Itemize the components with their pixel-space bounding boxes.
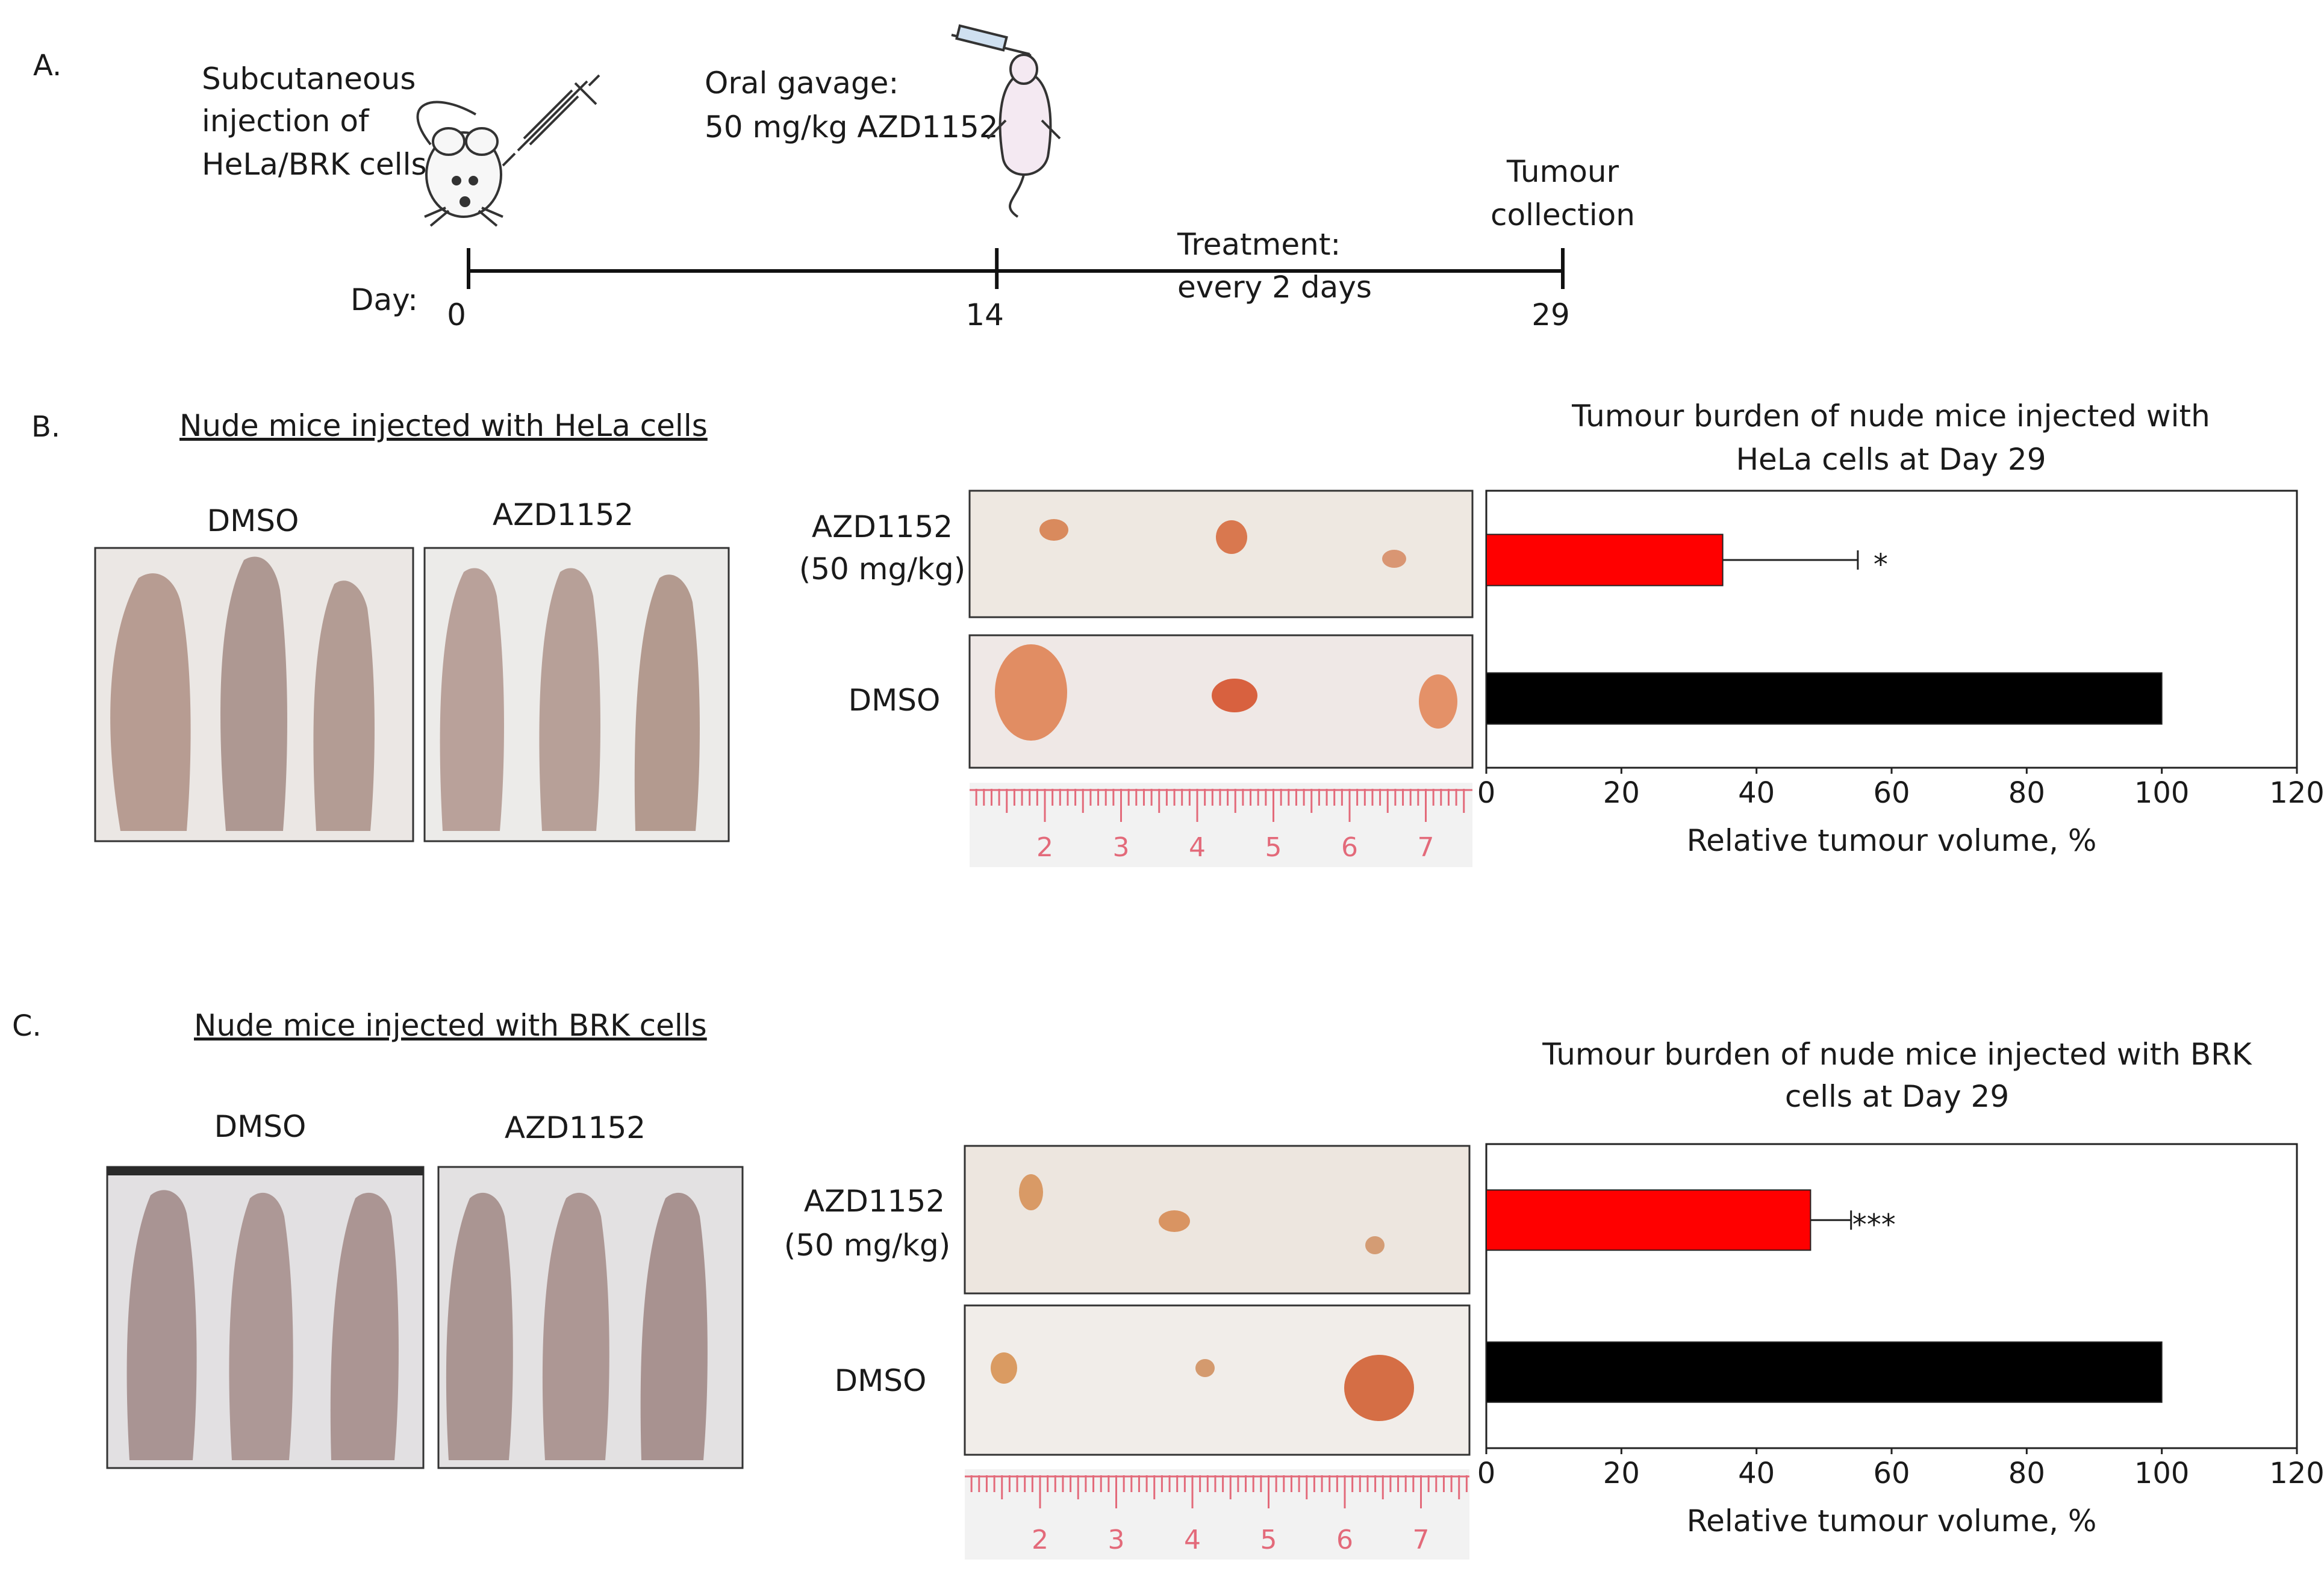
bar-dmso	[1486, 672, 2163, 725]
gavage-label-line-2: 50 mg/kg AZD1152	[705, 110, 998, 145]
panel-a-letter: A.	[33, 49, 61, 82]
x-axis-title: Relative tumour volume, %	[1687, 1504, 2097, 1538]
panel-b-photo-title: Nude mice injected with HeLa cells	[179, 408, 708, 443]
treatment-label-line-2: every 2 days	[1177, 270, 1372, 305]
gavage-mouse-icon	[951, 24, 1061, 218]
panel-b-group-label-dmso: DMSO	[207, 503, 299, 538]
significance-marker: *	[1874, 548, 1888, 582]
panel-a: A. Subcutaneous injection of HeLa/BRK ce…	[33, 24, 1635, 332]
timeline-day-label: 14	[965, 297, 1004, 332]
ruler-number: 6	[1336, 1525, 1353, 1555]
panel-c-group-label-dmso: DMSO	[214, 1109, 307, 1144]
panel-b-row-label-treated-line-2: (50 mg/kg)	[799, 552, 966, 586]
collection-label-line-2: collection	[1491, 198, 1635, 232]
timeline: 0 14 29	[447, 248, 1570, 332]
treatment-label-line-1: Treatment:	[1177, 227, 1341, 262]
panel-b-row-label-control: DMSO	[849, 683, 941, 718]
x-tick-label: 20	[1603, 1457, 1640, 1490]
bar-azd1152	[1486, 1189, 1812, 1251]
x-tick-label: 20	[1603, 776, 1640, 810]
timeline-day-label: 0	[447, 297, 466, 332]
x-tick-label: 80	[2008, 776, 2045, 810]
ruler-number: 4	[1189, 832, 1206, 863]
ruler-number: 7	[1413, 1525, 1430, 1555]
day-label: Day:	[350, 282, 418, 317]
significance-marker: ***	[1852, 1208, 1896, 1242]
bar-azd1152	[1486, 533, 1724, 586]
panel-b-letter: B.	[31, 410, 60, 444]
panel-c-row-label-treated-line-2: (50 mg/kg)	[784, 1228, 951, 1263]
x-tick-label: 0	[1477, 776, 1496, 810]
panel-c-chart-title-line-2: cells at Day 29	[1785, 1079, 2009, 1114]
panel-c-photo-title: Nude mice injected with BRK cells	[194, 1008, 707, 1043]
timeline-day-label: 29	[1531, 297, 1570, 332]
ruler-number: 7	[1418, 832, 1435, 863]
panel-b-chart-title-line-1: Tumour burden of nude mice injected with	[1571, 399, 2210, 434]
ruler-number: 3	[1108, 1525, 1125, 1555]
syringe-icon	[502, 74, 600, 167]
injection-label-line-3: HeLa/BRK cells	[202, 147, 427, 182]
panel-b-mice-photo-dmso	[94, 547, 414, 842]
ruler-body	[965, 1469, 1469, 1560]
x-tick-label: 60	[1873, 1457, 1910, 1490]
panel-c-mice-photo-azd1152	[437, 1166, 744, 1469]
injection-label-line-1: Subcutaneous	[202, 61, 416, 96]
ruler-number: 2	[1032, 1525, 1048, 1555]
panel-c-row-label-control: DMSO	[835, 1363, 927, 1398]
x-axis-title: Relative tumour volume, %	[1687, 823, 2097, 858]
ruler-number: 3	[1113, 832, 1130, 863]
x-tick-label: 0	[1477, 1457, 1496, 1490]
collection-label-line-1: Tumour	[1506, 154, 1619, 189]
panel-b-tumour-photo-treated	[968, 490, 1474, 618]
panel-c: C. Nude mice injected with BRK cells DMS…	[12, 1008, 2324, 1560]
panel-c-letter: C.	[12, 1009, 42, 1043]
x-tick-label: 60	[1873, 776, 1910, 810]
panel-c-tumour-photo-treated	[964, 1145, 1471, 1295]
panel-b-row-label-treated-line-1: AZD1152	[812, 509, 953, 544]
panel-c-row-label-treated-line-1: AZD1152	[804, 1184, 945, 1219]
x-tick-label: 100	[2134, 776, 2190, 810]
ruler-number: 2	[1036, 832, 1053, 863]
panel-b-group-label-azd1152: AZD1152	[493, 497, 634, 532]
panel-b-tumour-photo-control	[968, 634, 1474, 769]
gavage-label-line-1: Oral gavage:	[705, 66, 899, 101]
panel-c-chart-title-line-1: Tumour burden of nude mice injected with…	[1542, 1037, 2252, 1072]
ruler-number: 5	[1260, 1525, 1277, 1555]
bar-dmso	[1486, 1341, 2163, 1403]
panel-b-mice-photo-azd1152	[423, 547, 730, 842]
x-tick-label: 40	[1738, 1457, 1775, 1490]
panel-b-chart-title-line-2: HeLa cells at Day 29	[1736, 442, 2046, 477]
ruler-number: 5	[1265, 832, 1282, 863]
x-tick-label: 120	[2269, 1457, 2324, 1490]
mouse-icon	[416, 101, 503, 227]
injection-label-line-2: injection of	[202, 104, 370, 138]
panel-c-ruler: 2 3 4 5 6 7	[965, 1469, 1469, 1560]
panel-c-group-label-azd1152: AZD1152	[505, 1110, 646, 1145]
x-tick-label: 80	[2008, 1457, 2045, 1490]
ruler-number: 6	[1341, 832, 1358, 863]
ruler-number: 4	[1184, 1525, 1201, 1555]
panel-c-tumour-photo-control	[964, 1304, 1471, 1456]
panel-b-ruler: 2 3 4 5 6 7	[970, 783, 1472, 867]
x-tick-label: 120	[2269, 776, 2324, 810]
panel-c-mice-photo-dmso	[106, 1166, 425, 1469]
plot-area-frame	[1485, 490, 2298, 769]
x-tick-label: 100	[2134, 1457, 2190, 1490]
panel-b: B. Nude mice injected with HeLa cells DM…	[31, 399, 2324, 867]
ruler-body	[970, 783, 1472, 867]
x-tick-label: 40	[1738, 776, 1775, 810]
